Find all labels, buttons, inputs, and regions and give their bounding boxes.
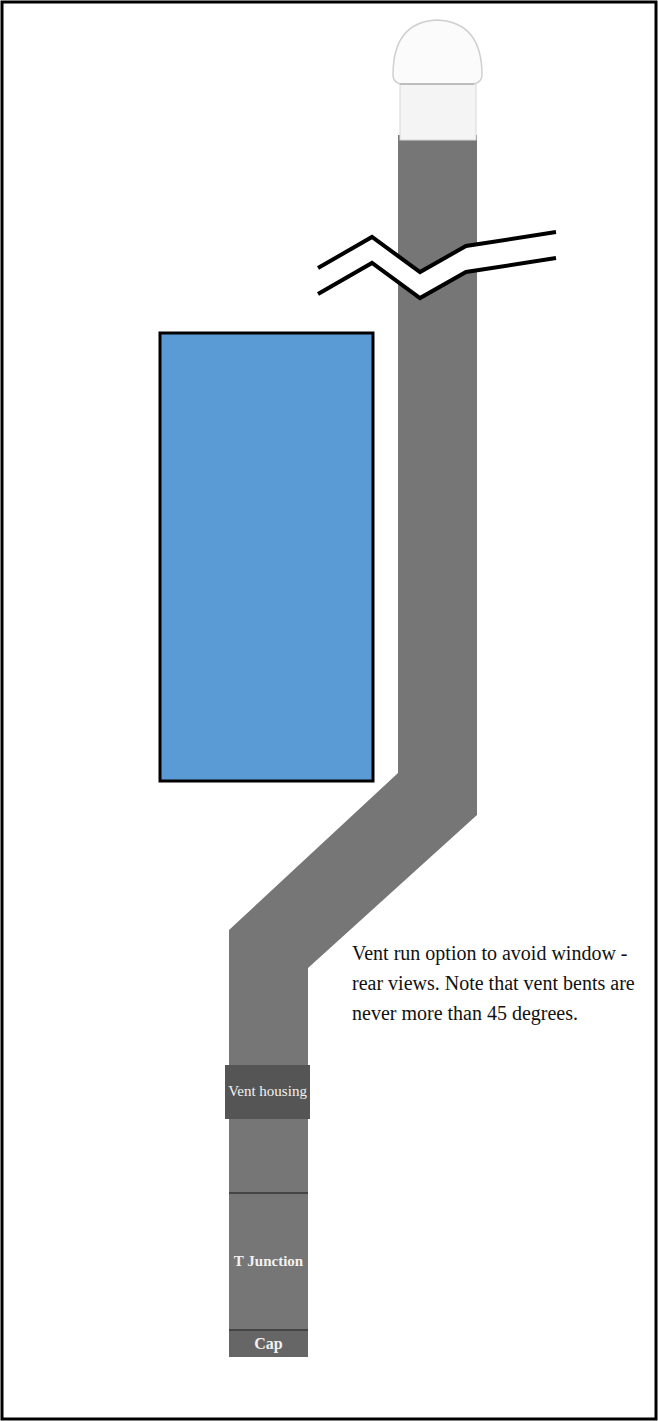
vent-pipe bbox=[229, 135, 477, 1357]
segment-label: Cap bbox=[254, 1335, 282, 1353]
pipe-segment: T Junction bbox=[229, 1194, 308, 1329]
segment-label: T Junction bbox=[234, 1253, 303, 1270]
cap-dome bbox=[393, 20, 482, 84]
vent-cap bbox=[393, 20, 482, 140]
segment-label: Vent housing bbox=[228, 1083, 307, 1100]
pipe-segment: Vent housing bbox=[225, 1065, 310, 1119]
break-gap bbox=[318, 232, 556, 298]
note-text: Vent run option to avoid window - rear v… bbox=[352, 938, 637, 1028]
break-line bbox=[318, 232, 556, 272]
pipe-segment: Cap bbox=[229, 1331, 308, 1357]
break-line bbox=[318, 258, 556, 298]
cap-rim bbox=[400, 83, 474, 85]
window bbox=[160, 333, 373, 781]
